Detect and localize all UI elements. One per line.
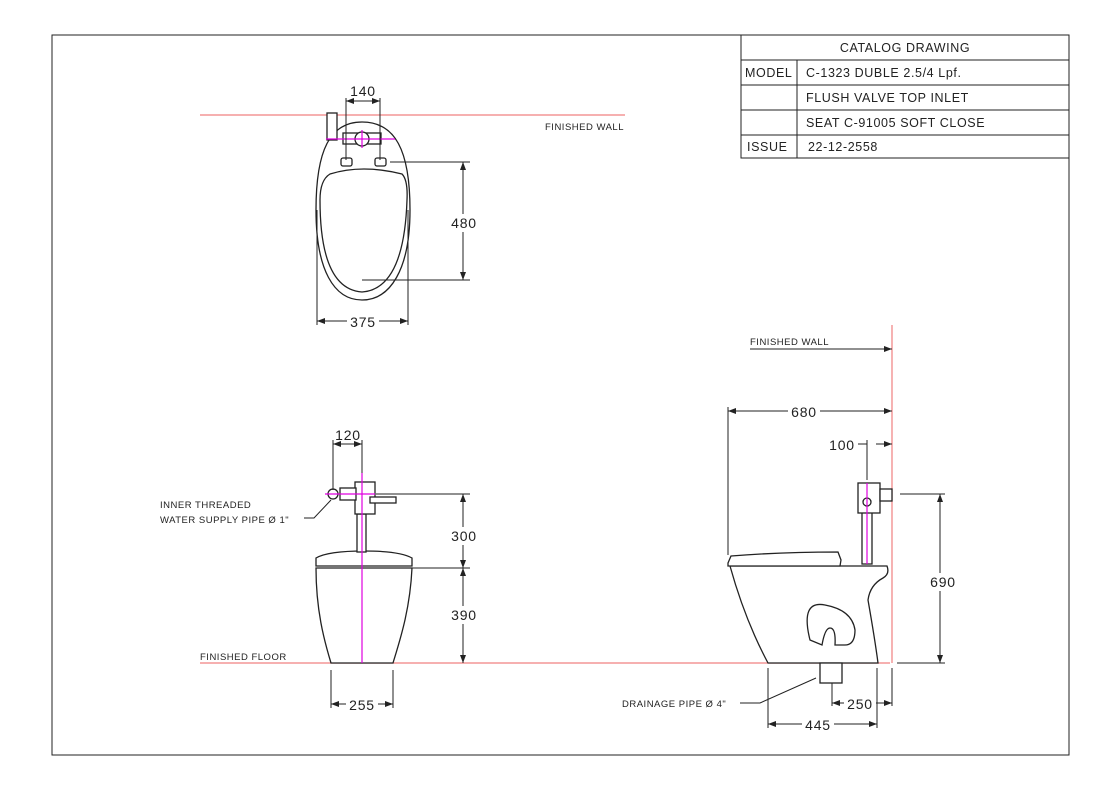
dim-680: 680 <box>791 404 817 420</box>
seat-lid-front <box>315 550 413 567</box>
seat-top <box>319 168 408 293</box>
title-heading: CATALOG DRAWING <box>840 41 970 55</box>
model-label: MODEL <box>745 66 792 80</box>
dim-120: 120 <box>335 427 361 443</box>
dim-690: 690 <box>930 574 956 590</box>
model-value: C-1323 DUBLE 2.5/4 Lpf. <box>806 66 962 80</box>
dim-375: 375 <box>350 314 376 330</box>
drain-pipe <box>819 662 843 684</box>
dim-445: 445 <box>805 717 831 733</box>
top-view: FINISHED WALL 140 480 375 <box>200 83 625 330</box>
drain-label: DRAINAGE PIPE Ø 4" <box>622 699 726 710</box>
floor-label: FINISHED FLOOR <box>200 652 287 663</box>
dim-140: 140 <box>350 83 376 99</box>
issue-value: 22-12-2558 <box>808 140 878 154</box>
bowl-front <box>315 567 413 664</box>
dim-100: 100 <box>829 437 855 453</box>
dim-250: 250 <box>847 696 873 712</box>
title-block: CATALOG DRAWING MODEL C-1323 DUBLE 2.5/4… <box>740 34 1070 159</box>
dim-300: 300 <box>451 528 477 544</box>
spec-line-2: FLUSH VALVE TOP INLET <box>806 91 969 105</box>
top-wall-label: FINISHED WALL <box>545 122 624 133</box>
front-view: FINISHED FLOOR 120 INNER THREADED WATER … <box>160 427 890 713</box>
dim-255: 255 <box>349 697 375 713</box>
seat-side <box>727 551 842 567</box>
side-view: FINISHED WALL 680 100 690 250 <box>622 325 956 733</box>
dim-480: 480 <box>451 215 477 231</box>
trapway <box>806 603 856 646</box>
side-wall-label: FINISHED WALL <box>750 337 829 348</box>
drawing-frame <box>51 34 1070 756</box>
spec-line-3: SEAT C-91005 SOFT CLOSE <box>806 116 985 130</box>
issue-label: ISSUE <box>747 140 788 154</box>
supply-label-1: INNER THREADED <box>160 500 251 511</box>
supply-label-2: WATER SUPPLY PIPE Ø 1" <box>160 515 289 526</box>
dim-390: 390 <box>451 607 477 623</box>
supply-stop-valve <box>326 112 338 141</box>
